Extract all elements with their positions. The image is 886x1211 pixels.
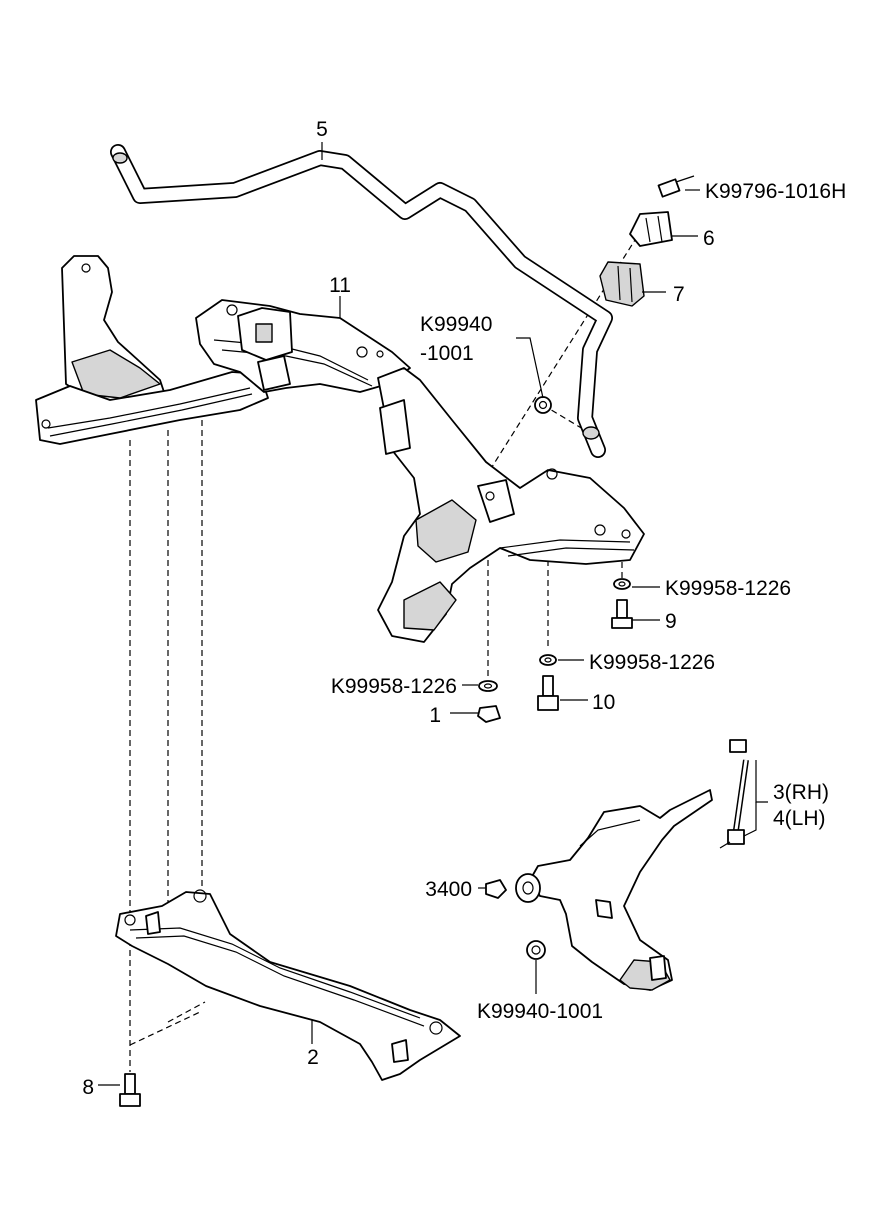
leader-lines bbox=[98, 142, 768, 1086]
label-bolt-10: 10 bbox=[592, 691, 615, 714]
label-stabilizer-bar: 5 bbox=[316, 118, 328, 141]
label-bolt-top: K99796-1016H bbox=[705, 180, 846, 203]
nut-lower bbox=[526, 940, 546, 960]
stabilizer-link bbox=[719, 739, 749, 849]
label-bushing-3400: 3400 bbox=[425, 878, 472, 901]
front-crossmember bbox=[35, 255, 645, 643]
bushing-3400 bbox=[485, 879, 507, 899]
label-crossmember: 11 bbox=[329, 274, 351, 297]
label-nut-lower: K99940-1001 bbox=[477, 1000, 603, 1023]
bolt-9 bbox=[611, 599, 633, 629]
label-link-lh: 4(LH) bbox=[773, 807, 826, 830]
label-washer-center: K99958-1226 bbox=[589, 651, 715, 674]
washer-center bbox=[539, 654, 557, 666]
label-nut-upper-b: -1001 bbox=[420, 342, 474, 365]
label-nut-upper-a: K99940 bbox=[420, 313, 492, 336]
label-washer-left: K99958-1226 bbox=[331, 675, 457, 698]
bolt-10 bbox=[537, 675, 559, 711]
label-lower-member: 2 bbox=[307, 1046, 319, 1069]
label-bushing: 7 bbox=[673, 283, 685, 306]
washer-right bbox=[613, 578, 631, 590]
label-bolt-9: 9 bbox=[665, 610, 677, 633]
label-bolt-8: 8 bbox=[82, 1076, 94, 1099]
lower-member bbox=[115, 889, 461, 1081]
callout-labels: 5 K99796-1016H 6 7 11 K99940 -1001 K9995… bbox=[82, 118, 846, 1099]
label-bracket: 6 bbox=[703, 227, 715, 250]
label-nut-1: 1 bbox=[429, 704, 441, 727]
bolt-8 bbox=[119, 1073, 141, 1107]
lower-control-arm bbox=[515, 789, 713, 991]
label-link-rh: 3(RH) bbox=[773, 781, 829, 804]
label-washer-right: K99958-1226 bbox=[665, 577, 791, 600]
bolt-top bbox=[657, 175, 695, 198]
nut-1 bbox=[477, 705, 501, 723]
bracket-6 bbox=[629, 211, 673, 247]
bushing-7 bbox=[599, 261, 645, 307]
nut-upper bbox=[534, 396, 552, 414]
washer-left bbox=[478, 680, 498, 692]
stabilizer-bar bbox=[110, 144, 613, 458]
